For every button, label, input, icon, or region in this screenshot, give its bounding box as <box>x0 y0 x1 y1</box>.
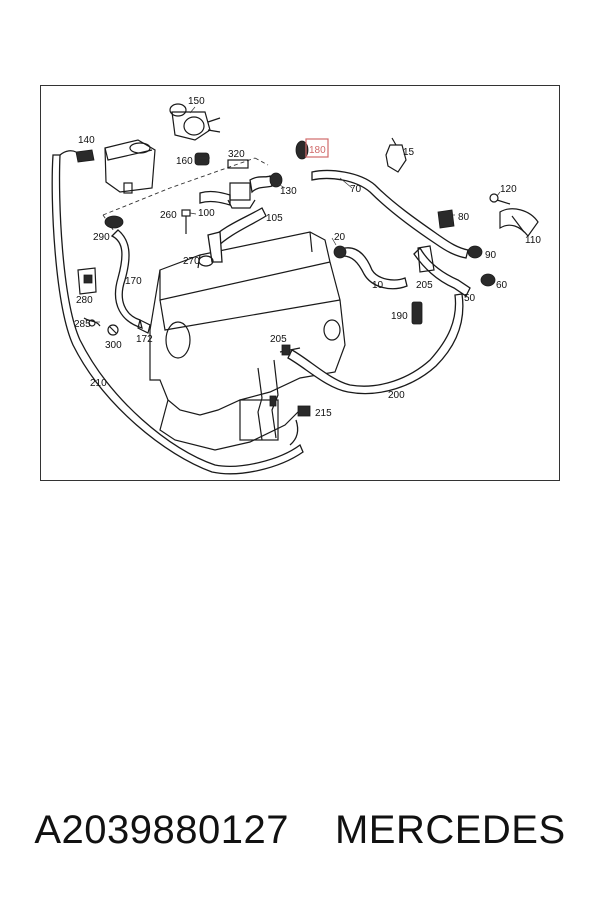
callout-120: 120 <box>500 184 517 195</box>
callout-90: 90 <box>485 250 497 261</box>
callout-200: 200 <box>388 390 405 401</box>
auxiliary-pump <box>169 103 221 141</box>
brand-name: MERCEDES <box>334 807 566 852</box>
callout-labels: 150 140 180 15 160 320 130 70 120 80 110… <box>74 96 541 419</box>
hose-172 <box>137 319 151 334</box>
clamp-290 <box>104 215 124 229</box>
callout-260: 260 <box>160 210 177 221</box>
clip-285 <box>83 317 101 327</box>
callout-285: 285 <box>74 319 91 330</box>
callout-290: 290 <box>93 232 110 243</box>
clamp-60 <box>480 273 496 287</box>
part-190 <box>411 301 423 325</box>
expansion-tank <box>104 139 156 194</box>
callout-160: 160 <box>176 156 193 167</box>
callout-210: 210 <box>90 378 107 389</box>
screw-300 <box>107 324 119 336</box>
callout-180: 180 <box>309 145 326 156</box>
hose-170 <box>110 229 143 329</box>
callout-280: 280 <box>76 295 93 306</box>
engine-block <box>149 231 346 451</box>
bolt-260 <box>181 209 191 234</box>
footer-caption: A2039880127 MERCEDES <box>0 800 600 860</box>
callout-190: 190 <box>391 311 408 322</box>
part-180 <box>295 138 329 160</box>
callout-270: 270 <box>183 256 200 267</box>
hose-50 <box>413 245 471 297</box>
callout-205a: 205 <box>416 280 433 291</box>
leader-lines <box>96 106 501 323</box>
part-number: A2039880127 <box>34 807 289 852</box>
hose-70 <box>311 169 469 259</box>
screw-120 <box>489 193 511 205</box>
clamp-140 <box>75 149 95 163</box>
fitting-270 <box>198 255 214 267</box>
callout-215: 215 <box>315 408 332 419</box>
callout-130: 130 <box>280 186 297 197</box>
callout-50: 50 <box>464 293 476 304</box>
callout-320: 320 <box>228 149 245 160</box>
clamp-130 <box>269 172 283 188</box>
connector-320 <box>227 159 249 169</box>
callout-15: 15 <box>403 147 415 158</box>
callout-20: 20 <box>334 232 346 243</box>
callout-110: 110 <box>525 235 541 246</box>
clamp-90 <box>467 245 483 259</box>
clamp-215 <box>289 405 311 446</box>
callout-300: 300 <box>105 340 122 351</box>
bracket-280 <box>77 267 97 295</box>
callout-140: 140 <box>78 135 95 146</box>
callout-70: 70 <box>350 184 362 195</box>
callout-150: 150 <box>188 96 205 107</box>
callout-205b: 205 <box>270 334 287 345</box>
thermostat-housing <box>199 175 273 209</box>
pipe-210 <box>51 150 304 475</box>
bracket-80 <box>437 209 455 229</box>
bracket-110 <box>499 208 539 237</box>
hose-105 <box>207 207 267 263</box>
callout-80: 80 <box>458 212 470 223</box>
sensor-bracket <box>239 344 301 441</box>
connector-160 <box>194 152 210 166</box>
callout-100: 100 <box>198 208 215 219</box>
callout-10: 10 <box>372 280 384 291</box>
callout-60: 60 <box>496 280 508 291</box>
part-15 <box>385 137 407 173</box>
callout-105: 105 <box>266 213 283 224</box>
pipe-200 <box>287 293 464 395</box>
hose-10 <box>333 245 408 290</box>
callout-170: 170 <box>125 276 142 287</box>
callout-172: 172 <box>136 334 153 345</box>
